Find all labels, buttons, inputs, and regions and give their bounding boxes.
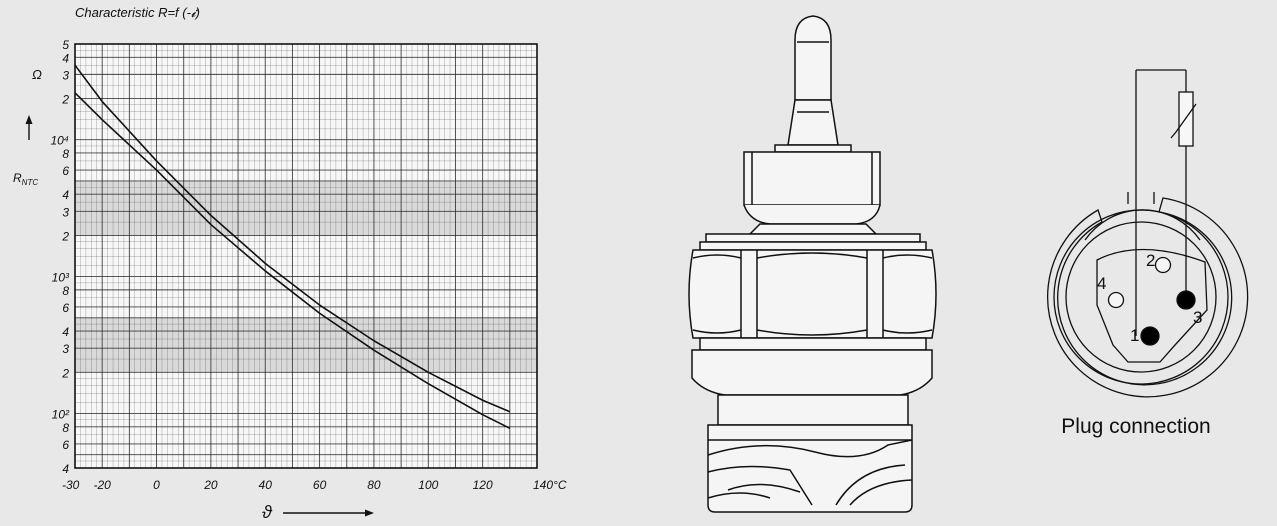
chart-shaded-bands bbox=[75, 180, 537, 373]
ntc-resistor-icon bbox=[1170, 91, 1197, 147]
plug-pins bbox=[1107, 256, 1196, 346]
y-tick-label: 8 bbox=[62, 147, 69, 161]
pin-label-2: 2 bbox=[1146, 251, 1155, 270]
y-tick-label: 10⁴ bbox=[50, 134, 69, 148]
y-tick-label: 3 bbox=[62, 68, 69, 82]
y-tick-label: 4 bbox=[62, 462, 69, 476]
sensor-body bbox=[691, 337, 933, 426]
chart-y-label-sub: NTC bbox=[22, 178, 39, 187]
y-tick-label: 2 bbox=[61, 366, 69, 380]
sensor-probe-tip bbox=[794, 15, 832, 101]
y-tick-label: 3 bbox=[62, 205, 69, 219]
pin-label-3: 3 bbox=[1193, 308, 1202, 327]
chart-band bbox=[75, 317, 537, 373]
x-tick-label: 120 bbox=[473, 478, 493, 492]
chart-series-lines bbox=[74, 64, 511, 430]
y-tick-label: 4 bbox=[62, 51, 69, 65]
y-tick-label: 2 bbox=[61, 92, 69, 106]
x-tick-label: 0 bbox=[153, 478, 160, 492]
ntc-sensor-drawing bbox=[688, 15, 937, 513]
chart-frame bbox=[74, 43, 538, 469]
chart-y-label-main: R bbox=[13, 171, 22, 185]
y-tick-label: 10² bbox=[52, 408, 70, 422]
x-tick-label: 60 bbox=[313, 478, 327, 492]
x-tick-label: 20 bbox=[203, 478, 218, 492]
chart-minor-grid bbox=[75, 44, 537, 468]
y-tick-label: 2 bbox=[61, 229, 69, 243]
pin-label-1: 1 bbox=[1130, 326, 1139, 345]
plug-connection-diagram: 2 4 3 1 Plug connection bbox=[1047, 69, 1249, 438]
x-axis-arrow-icon bbox=[283, 509, 374, 517]
pin-1-icon bbox=[1140, 326, 1160, 346]
y-axis-arrow-icon bbox=[25, 115, 33, 140]
y-tick-label: 5 bbox=[62, 38, 69, 52]
x-tick-label: 140°C bbox=[533, 478, 567, 492]
x-tick-label: 40 bbox=[259, 478, 273, 492]
chart-y-unit: Ω bbox=[32, 67, 42, 82]
connector-insert bbox=[1096, 248, 1208, 363]
y-tick-label: 3 bbox=[62, 342, 69, 356]
sensor-connector-bayonet bbox=[707, 424, 913, 513]
x-tick-label: 80 bbox=[367, 478, 381, 492]
y-tick-label: 4 bbox=[62, 188, 69, 202]
x-tick-label: -30 bbox=[62, 478, 80, 492]
pin-2-icon bbox=[1154, 256, 1172, 274]
pin-3-icon bbox=[1176, 290, 1196, 310]
chart-title: Characteristic R=f (-𝓲) bbox=[75, 5, 200, 20]
y-tick-label: 10³ bbox=[52, 271, 70, 285]
chart-y-label: RNTC bbox=[13, 171, 38, 187]
y-tick-label: 8 bbox=[62, 421, 69, 435]
series-line-1 bbox=[74, 64, 511, 413]
series-line-2 bbox=[74, 92, 511, 430]
pin-label-4: 4 bbox=[1097, 274, 1106, 293]
sensor-probe-taper bbox=[787, 99, 839, 146]
y-tick-label: 6 bbox=[62, 164, 69, 178]
plug-caption: Plug connection bbox=[1061, 415, 1210, 438]
sensor-hex-nut bbox=[688, 249, 937, 339]
ntc-characteristic-chart: Characteristic R=f (-𝓲) 543210⁴8643210³8… bbox=[13, 5, 567, 522]
sensor-collar bbox=[743, 144, 881, 235]
connector-outline bbox=[1047, 192, 1249, 398]
chart-x-axis-symbol: ϑ bbox=[262, 502, 273, 522]
pin-4-icon bbox=[1107, 291, 1125, 309]
y-tick-label: 6 bbox=[62, 438, 69, 452]
y-tick-label: 4 bbox=[62, 325, 69, 339]
y-tick-label: 8 bbox=[62, 284, 69, 298]
chart-band bbox=[75, 180, 537, 236]
y-tick-label: 6 bbox=[62, 301, 69, 315]
x-tick-label: 100 bbox=[418, 478, 438, 492]
chart-plot-background bbox=[75, 44, 537, 468]
sensor-washer bbox=[699, 233, 927, 251]
x-tick-label: -20 bbox=[94, 478, 112, 492]
chart-x-tick-labels: -30 -20 0 20 40 60 80 100 120 140°C bbox=[62, 478, 567, 492]
